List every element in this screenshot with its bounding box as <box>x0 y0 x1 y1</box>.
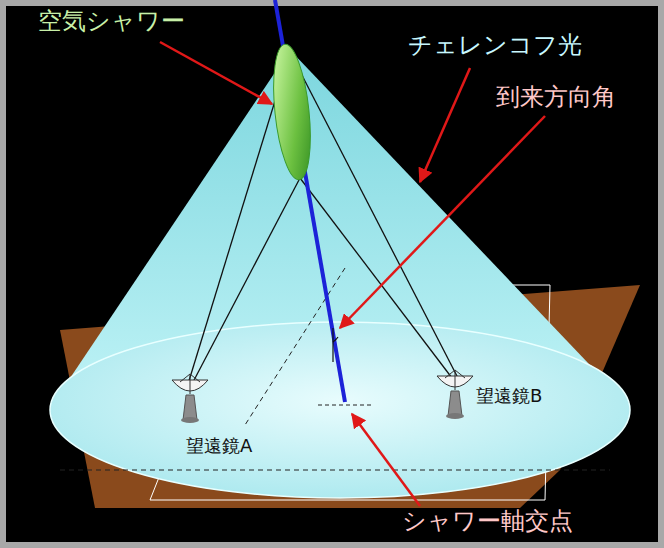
shower-label: 空気シャワー <box>38 8 185 36</box>
angle-label: 到来方向角 <box>496 84 616 112</box>
dashed-guide <box>60 470 610 471</box>
axis-point-label: シャワー軸交点 <box>402 508 573 536</box>
dashed-guide <box>318 405 372 406</box>
vertical-reference <box>332 328 333 362</box>
air-shower <box>268 43 316 182</box>
light-pool <box>50 322 630 498</box>
angle-arc <box>333 337 338 342</box>
telescope-label: 望遠鏡A <box>186 436 252 457</box>
black-background <box>6 6 658 542</box>
cherenkov-label: チェレンコフ光 <box>408 32 582 60</box>
telescope-a <box>172 374 208 423</box>
telescope-b <box>437 370 473 419</box>
light-rays <box>188 52 458 384</box>
telescope-label: 望遠鏡B <box>476 386 542 407</box>
leader-arrows <box>160 42 545 506</box>
dashed-guide <box>245 268 345 425</box>
